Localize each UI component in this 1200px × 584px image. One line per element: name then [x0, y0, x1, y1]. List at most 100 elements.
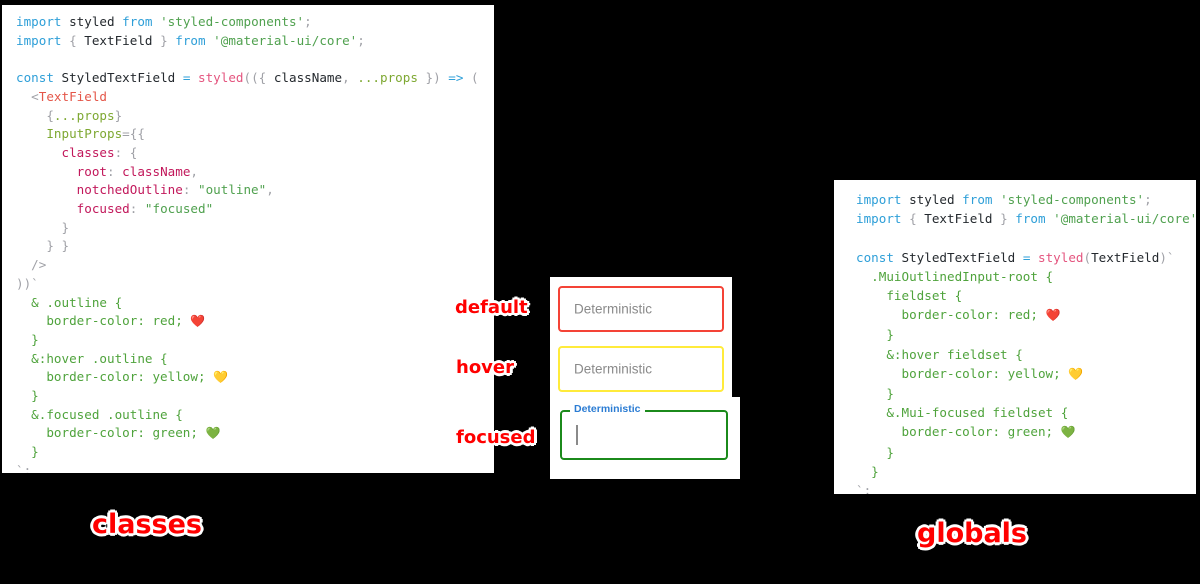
code-line: & .outline {: [16, 294, 484, 313]
code-token: TextField: [84, 32, 153, 48]
code-token: ,: [190, 163, 199, 179]
code-token: ;: [304, 14, 312, 29]
code-line: const StyledTextField = styled(TextField…: [856, 248, 1186, 267]
code-token: (: [471, 70, 479, 86]
caption-globals: globals: [917, 518, 1028, 549]
code-line: }: [16, 219, 484, 238]
code-line: import { TextField } from '@material-ui/…: [16, 32, 484, 51]
code-card-classes: import styled from 'styled-components';i…: [2, 5, 494, 473]
code-line: .MuiOutlinedInput-root {: [856, 267, 1186, 286]
code-token: import: [16, 14, 70, 29]
code-token: styled: [909, 192, 963, 207]
code-token: styled: [197, 70, 244, 86]
code-line: }: [16, 443, 484, 462]
code-token: : {: [114, 144, 138, 160]
code-token: InputProps: [16, 126, 123, 142]
textfield-default-value: Deterministic: [574, 301, 653, 317]
code-token: ={{: [122, 126, 145, 142]
code-line: border-color: yellow; 💛: [856, 364, 1186, 384]
code-line: `;: [856, 481, 1186, 494]
code-token: import: [856, 211, 910, 227]
code-line: &:hover .outline {: [16, 350, 484, 369]
code-token: } }: [16, 238, 70, 254]
code-token: ((: [243, 70, 259, 86]
code-token: import: [16, 32, 70, 48]
caption-classes: classes: [92, 509, 203, 540]
textfield-hover[interactable]: Deterministic: [558, 346, 724, 392]
code-token: border-color: yellow;: [16, 369, 214, 385]
demo-slab-focused: Deterministic: [550, 397, 740, 479]
textfield-hover-value: Deterministic: [574, 361, 653, 377]
annotation-focused: focused: [456, 427, 536, 448]
code-line: const StyledTextField = styled(({ classN…: [16, 69, 484, 88]
code-token: }: [16, 444, 39, 460]
code-token: "outline": [197, 182, 267, 198]
annotation-default: default: [455, 297, 528, 318]
code-line: border-color: yellow; 💛: [16, 368, 484, 387]
code-line: [16, 50, 484, 69]
code-line: [856, 228, 1186, 247]
code-token: &:hover fieldset {: [856, 346, 1023, 362]
textfield-default[interactable]: Deterministic: [558, 286, 724, 332]
code-token: &.focused .outline {: [16, 406, 183, 422]
code-token: TextField: [38, 88, 107, 104]
code-token: border-color: green;: [856, 424, 1061, 440]
code-token: root: [16, 163, 107, 179]
code-token: (: [1083, 249, 1092, 265]
code-text-globals: import styled from 'styled-components'; i…: [856, 190, 1196, 494]
code-token: }: [16, 219, 70, 235]
code-line: focused: "focused": [16, 200, 484, 219]
code-token: styled: [69, 14, 123, 29]
code-token: ;: [357, 32, 365, 48]
code-token: ❤️: [190, 314, 206, 329]
code-line: border-color: green; 💚: [16, 424, 484, 443]
code-token: TextField: [924, 211, 993, 227]
code-token: TextField: [1091, 249, 1160, 265]
code-token: }: [114, 107, 123, 123]
code-token: 'styled-components': [160, 14, 305, 29]
code-token: '@material-ui/core': [1053, 211, 1196, 227]
textfield-focused[interactable]: [560, 410, 728, 460]
code-line: notchedOutline: "outline",: [16, 181, 484, 200]
code-token: &.Mui-focused fieldset {: [856, 405, 1069, 421]
code-line: &.Mui-focused fieldset {: [856, 403, 1186, 422]
code-token: `;: [856, 483, 872, 494]
code-token: const: [16, 70, 62, 86]
code-line: }: [856, 462, 1186, 481]
code-token: }: [152, 32, 176, 48]
code-line: &:hover fieldset {: [856, 345, 1186, 364]
code-token: ,: [342, 70, 358, 86]
code-line: }: [16, 387, 484, 406]
code-token: border-color: yellow;: [856, 365, 1069, 381]
code-token: 💚: [1060, 425, 1076, 440]
code-token: styled: [1037, 249, 1084, 265]
code-token: 💚: [205, 426, 221, 441]
code-line: {...props}: [16, 107, 484, 126]
code-line: `;: [16, 462, 484, 473]
code-line: <TextField: [16, 88, 484, 107]
code-text-classes: import styled from 'styled-components';i…: [16, 13, 484, 473]
code-token: notchedOutline: [16, 182, 183, 198]
code-token: =: [1015, 249, 1038, 265]
code-token: ,: [266, 182, 274, 198]
code-token: border-color: red;: [16, 313, 191, 329]
code-line: border-color: red; ❤️: [856, 305, 1186, 325]
code-card-globals: import styled from 'styled-components'; i…: [834, 180, 1196, 494]
code-token: {: [16, 107, 54, 123]
code-token: />: [16, 257, 47, 273]
code-line: classes: {: [16, 144, 484, 163]
code-token: border-color: green;: [16, 425, 206, 441]
code-token: StyledTextField: [61, 70, 176, 86]
code-line: />: [16, 256, 484, 275]
annotation-hover: hover: [456, 357, 514, 378]
demo-slab-hover: Deterministic: [550, 339, 732, 397]
code-token: from: [122, 14, 161, 29]
code-token: focused: [16, 201, 130, 217]
code-line: import styled from 'styled-components';: [856, 190, 1186, 209]
code-token: {: [258, 70, 274, 86]
code-line: root: className,: [16, 163, 484, 182]
code-token: fieldset {: [856, 288, 963, 304]
code-token: &:hover .outline {: [16, 350, 168, 366]
code-token: 💛: [1068, 366, 1084, 381]
code-line: border-color: red; ❤️: [16, 312, 484, 331]
